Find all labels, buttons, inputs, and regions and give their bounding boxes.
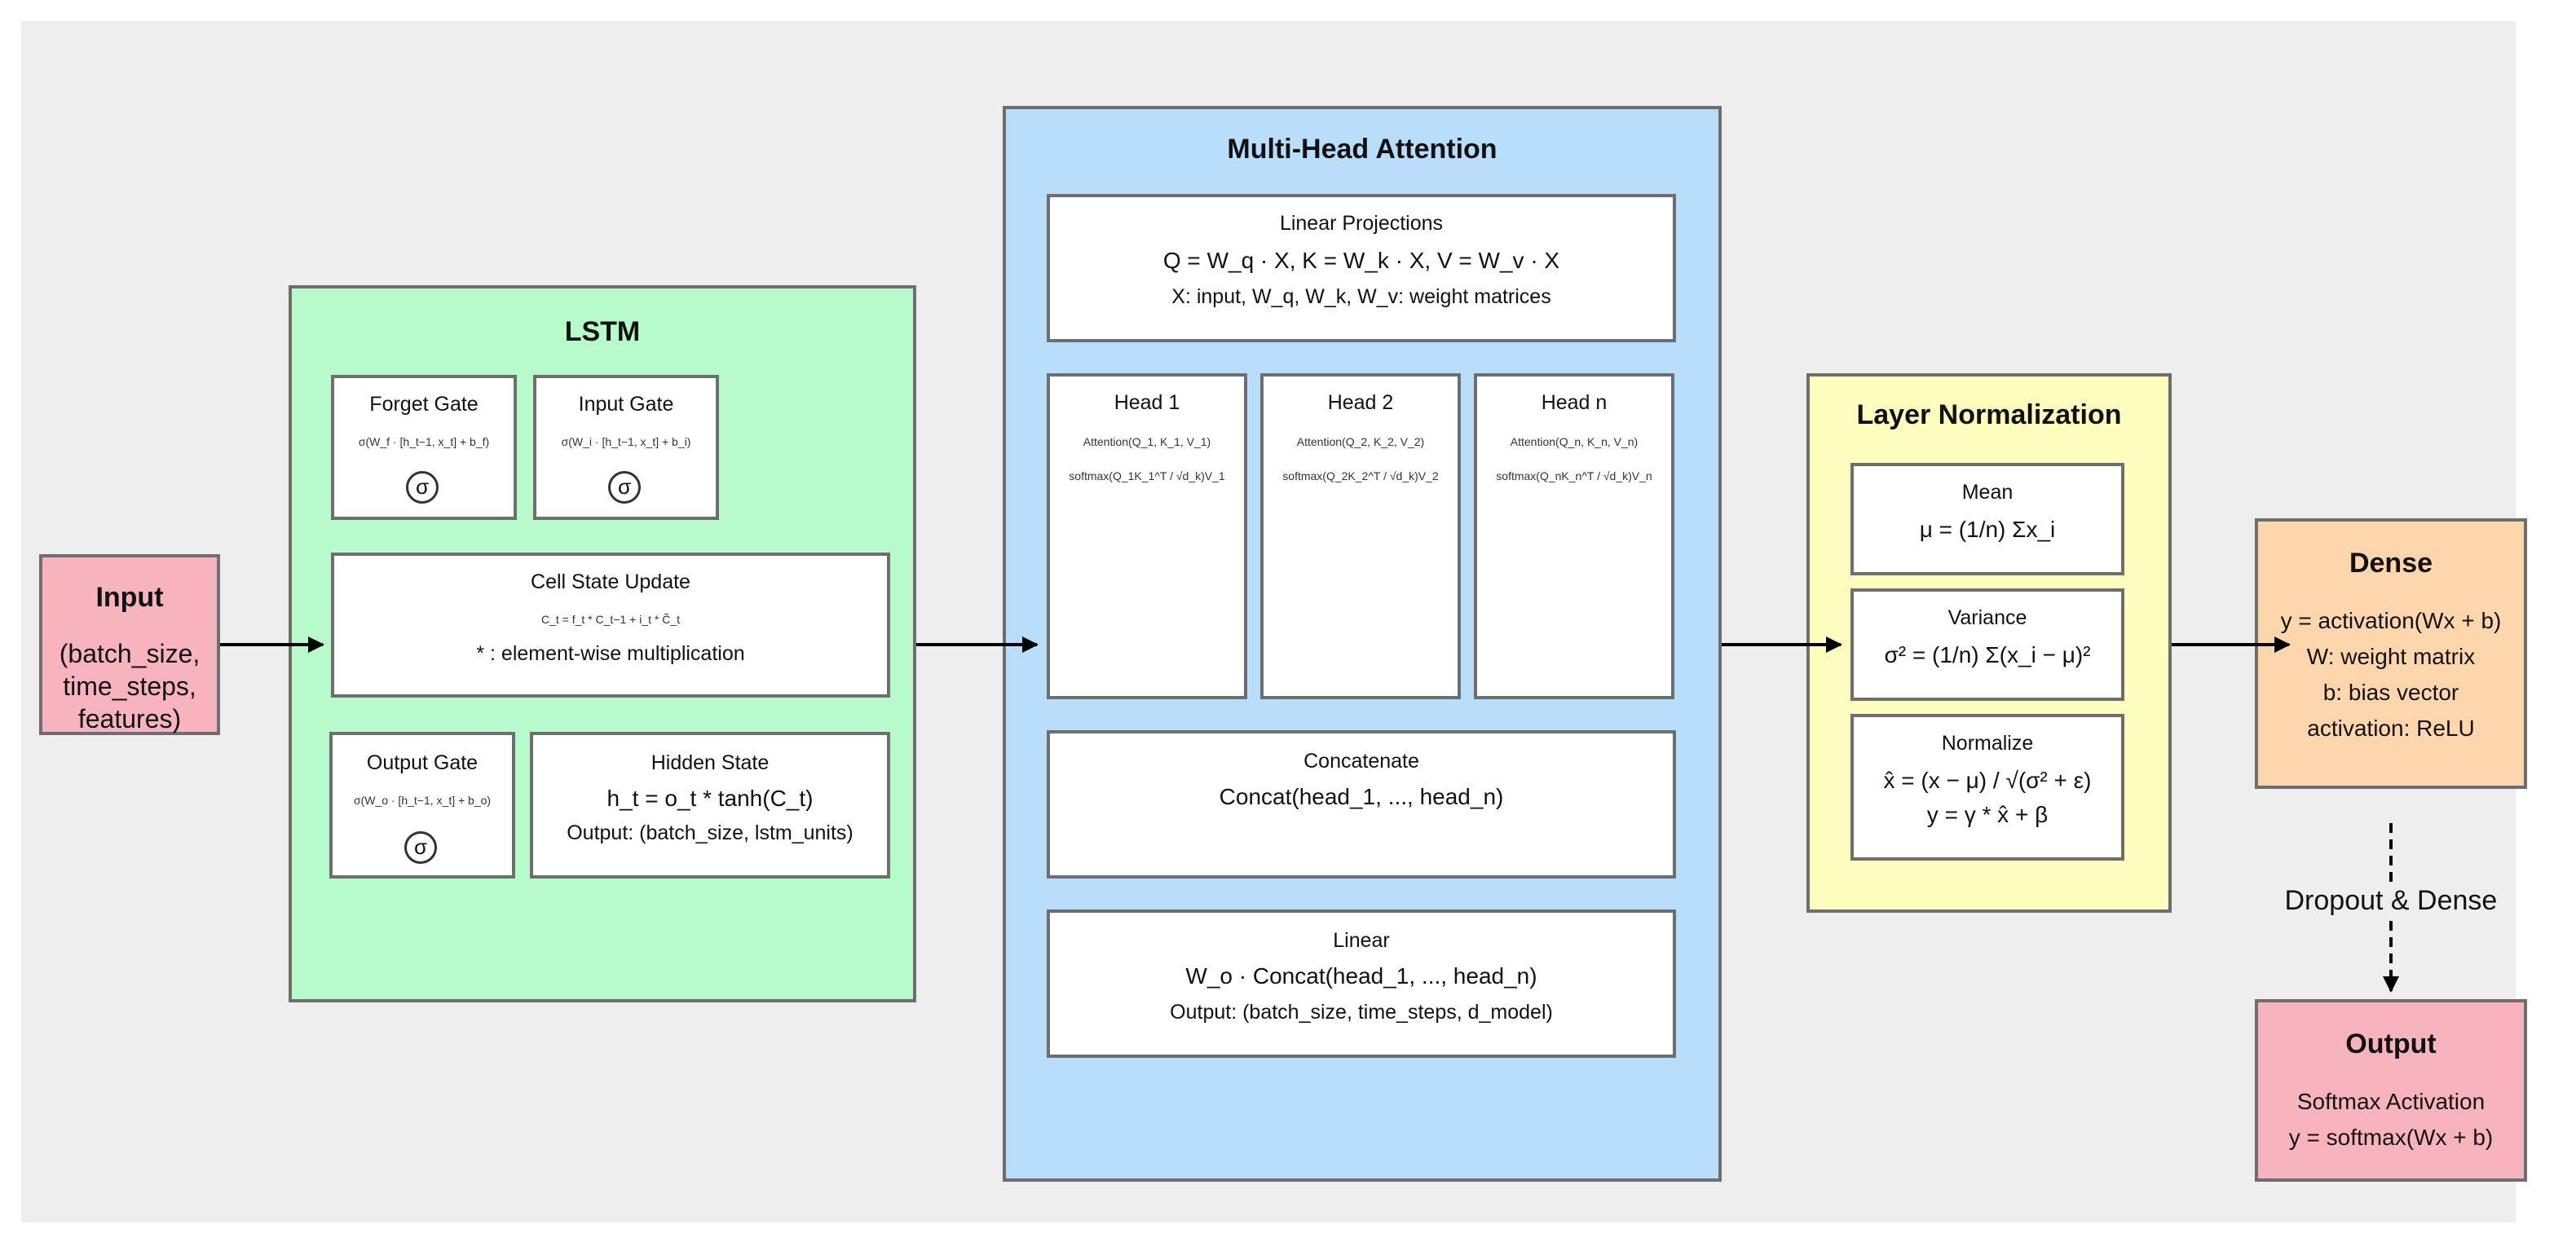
output-line-2: y = softmax(Wx + b)	[2288, 1125, 2494, 1150]
input-line-2: time_steps,	[63, 672, 196, 701]
normalize-title: Normalize	[1941, 732, 2034, 755]
input-gate-node: Input Gate σ(W_i · [h_t−1, x_t] + b_i) σ	[533, 375, 719, 520]
input-gate-title: Input Gate	[578, 393, 674, 416]
head-n-title: Head n	[1541, 391, 1608, 414]
mean-node: Mean μ = (1/n) Σx_i	[1850, 463, 2124, 575]
output-gate-title: Output Gate	[366, 751, 479, 774]
linear-projections-formula: Q = W_q · X, K = W_k · X, V = W_v · X	[1162, 248, 1560, 273]
input-gate-formula: σ(W_i · [h_t−1, x_t] + b_i)	[561, 435, 691, 448]
concatenate-title: Concatenate	[1303, 750, 1419, 773]
concatenate-formula: Concat(head_1, ..., head_n)	[1219, 784, 1504, 809]
hidden-state-output: Output: (batch_size, lstm_units)	[567, 821, 854, 844]
variance-node: Variance σ² = (1/n) Σ(x_i − μ)²	[1850, 588, 2124, 701]
variance-formula: σ² = (1/n) Σ(x_i − μ)²	[1884, 642, 2091, 667]
forget-gate-title: Forget Gate	[369, 393, 479, 416]
dense-line-2: W: weight matrix	[2306, 644, 2476, 669]
sigma-icon: σ	[608, 471, 641, 504]
hidden-state-formula: h_t = o_t * tanh(C_t)	[607, 786, 814, 811]
head-2-title: Head 2	[1327, 391, 1394, 414]
dense-line-4: activation: ReLU	[2307, 716, 2475, 741]
input-line-1: (batch_size,	[59, 639, 201, 668]
normalize-formula-1: x̂ = (x − μ) / √(σ² + ε)	[1883, 768, 2092, 793]
linear-output: Output: (batch_size, time_steps, d_model…	[1170, 1001, 1553, 1024]
mean-title: Mean	[1961, 481, 2014, 504]
output-line-1: Softmax Activation	[2296, 1089, 2486, 1114]
head-1-line-1: Attention(Q_1, K_1, V_1)	[1083, 435, 1211, 448]
edge-label-dropout-dense: Dropout & Dense	[2281, 885, 2501, 917]
head-n-line-2: softmax(Q_nK_n^T / √d_k)V_n	[1496, 469, 1652, 482]
dense-line-3: b: bias vector	[2322, 680, 2459, 705]
output-title: Output	[2345, 1028, 2437, 1059]
head-1-title: Head 1	[1114, 391, 1180, 414]
concatenate-node: Concatenate Concat(head_1, ..., head_n)	[1047, 730, 1676, 879]
mean-formula: μ = (1/n) Σx_i	[1919, 517, 2056, 542]
head-n-line-1: Attention(Q_n, K_n, V_n)	[1510, 435, 1639, 448]
sigma-icon: σ	[404, 831, 437, 864]
layernorm-title: Layer Normalization	[1856, 399, 2122, 430]
output-node: Output Softmax Activation y = softmax(Wx…	[2255, 999, 2527, 1182]
head-n-node: Head n Attention(Q_n, K_n, V_n) softmax(…	[1474, 373, 1674, 699]
input-title: Input	[95, 582, 164, 613]
cell-state-node: Cell State Update C_t = f_t * C_t−1 + i_…	[331, 553, 890, 698]
linear-title: Linear	[1333, 929, 1390, 952]
head-1-node: Head 1 Attention(Q_1, K_1, V_1) softmax(…	[1047, 373, 1247, 699]
linear-node: Linear W_o · Concat(head_1, ..., head_n)…	[1047, 909, 1676, 1058]
hidden-state-node: Hidden State h_t = o_t * tanh(C_t) Outpu…	[530, 732, 890, 879]
output-gate-formula: σ(W_o · [h_t−1, x_t] + b_o)	[353, 794, 492, 807]
linear-projections-node: Linear Projections Q = W_q · X, K = W_k …	[1047, 194, 1676, 342]
cell-state-note: * : element-wise multiplication	[476, 642, 745, 665]
forget-gate-node: Forget Gate σ(W_f · [h_t−1, x_t] + b_f) …	[331, 375, 517, 520]
variance-title: Variance	[1947, 606, 2027, 629]
lstm-title: LSTM	[564, 316, 641, 347]
sigma-icon: σ	[406, 471, 439, 504]
dense-title: Dense	[2349, 548, 2433, 579]
linear-formula: W_o · Concat(head_1, ..., head_n)	[1185, 963, 1537, 989]
linear-projections-title: Linear Projections	[1279, 212, 1444, 235]
dense-line-1: y = activation(Wx + b)	[2280, 608, 2502, 633]
cell-state-formula: C_t = f_t * C_t−1 + i_t * C̃_t	[540, 613, 681, 626]
head-2-line-1: Attention(Q_2, K_2, V_2)	[1296, 435, 1425, 448]
mha-title: Multi-Head Attention	[1227, 134, 1498, 165]
cell-state-title: Cell State Update	[531, 570, 690, 593]
input-line-3: features)	[77, 704, 182, 733]
hidden-state-title: Hidden State	[651, 751, 770, 774]
dense-node: Dense y = activation(Wx + b) W: weight m…	[2255, 518, 2527, 789]
head-2-line-2: softmax(Q_2K_2^T / √d_k)V_2	[1282, 469, 1439, 482]
forget-gate-formula: σ(W_f · [h_t−1, x_t] + b_f)	[358, 435, 490, 448]
linear-projections-note: X: input, W_q, W_k, W_v: weight matrices	[1171, 285, 1551, 308]
normalize-node: Normalize x̂ = (x − μ) / √(σ² + ε) y = γ…	[1850, 714, 2124, 861]
output-gate-node: Output Gate σ(W_o · [h_t−1, x_t] + b_o) …	[329, 732, 515, 879]
normalize-formula-2: y = γ * x̂ + β	[1926, 802, 2049, 827]
head-2-node: Head 2 Attention(Q_2, K_2, V_2) softmax(…	[1260, 373, 1461, 699]
input-node: Input (batch_size, time_steps, features)	[39, 554, 220, 735]
head-1-line-2: softmax(Q_1K_1^T / √d_k)V_1	[1069, 469, 1225, 482]
